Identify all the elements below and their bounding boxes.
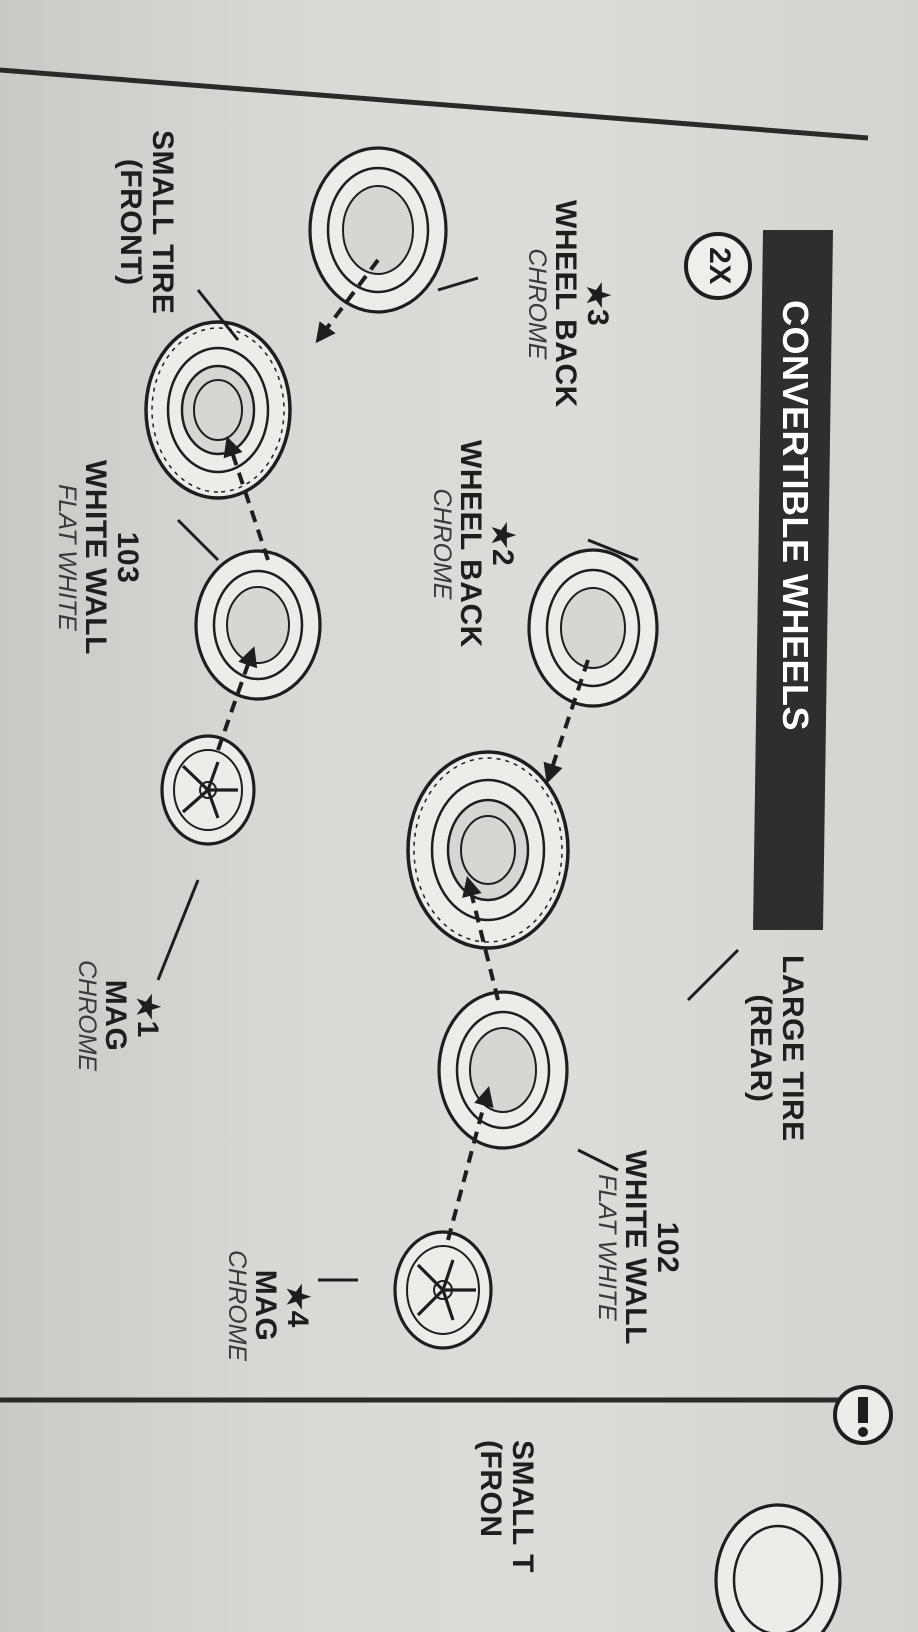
whitewall-102-label: 102 WHITE WALL FLAT WHITE xyxy=(593,1150,684,1345)
exclamation-icon xyxy=(833,1385,893,1445)
whitewall-103-label: 103 WHITE WALL FLAT WHITE xyxy=(53,460,144,655)
arrow-icon xyxy=(223,436,270,561)
leader-line xyxy=(587,538,639,562)
mag-1-name: MAG xyxy=(99,979,133,1052)
small-tire-label: SMALL TIRE (FRONT) xyxy=(114,130,180,315)
whitewall-103-name: WHITE WALL xyxy=(79,460,113,655)
next-panel-label: SMALL T (FRON xyxy=(474,1440,540,1573)
whitewall-102-icon xyxy=(437,990,569,1150)
large-tire-position: (REAR) xyxy=(744,994,778,1103)
mag-4-number: ★4 xyxy=(281,1283,314,1328)
section-title: CONVERTIBLE WHEELS xyxy=(775,300,816,732)
leader-line xyxy=(577,1148,619,1172)
large-tire-label: LARGE TIRE (REAR) xyxy=(744,955,810,1142)
mag-1-icon xyxy=(160,734,256,846)
whitewall-103-icon xyxy=(194,549,322,701)
arrow-icon xyxy=(462,876,500,1001)
wheel-back-3-label: ★3 WHEEL BACK CHROME xyxy=(523,200,614,408)
next-panel-ring-icon xyxy=(714,1503,842,1632)
mag-4-name: MAG xyxy=(249,1269,283,1342)
wheel-back-3-name: WHEEL BACK xyxy=(549,200,583,408)
whitewall-102-number: 102 xyxy=(651,1221,684,1274)
wheel-back-2-name: WHEEL BACK xyxy=(454,440,488,648)
whitewall-102-paint: FLAT WHITE xyxy=(593,1174,621,1321)
leader-line xyxy=(156,879,200,981)
next-panel-name: SMALL T xyxy=(506,1440,539,1573)
wheel-back-3-paint: CHROME xyxy=(523,248,551,360)
multiplier-label: 2X xyxy=(703,247,736,285)
whitewall-103-paint: FLAT WHITE xyxy=(53,484,81,631)
leader-line xyxy=(196,289,240,341)
next-panel-position: (FRON xyxy=(474,1440,508,1538)
mag-4-icon xyxy=(393,1230,493,1350)
arrow-icon xyxy=(446,1086,494,1241)
arrow-icon xyxy=(216,646,258,751)
small-tire-icon xyxy=(144,320,292,500)
wheel-back-2-paint: CHROME xyxy=(428,488,456,600)
arrow-icon xyxy=(543,659,590,784)
leader-line xyxy=(437,276,479,292)
mag-1-label: ★1 MAG CHROME xyxy=(73,960,164,1072)
sheet-border-top xyxy=(0,67,869,141)
mag-1-number: ★1 xyxy=(131,993,164,1038)
arrow-icon xyxy=(315,258,380,344)
mag-4-label: ★4 MAG CHROME xyxy=(223,1250,314,1362)
whitewall-103-number: 103 xyxy=(111,531,144,584)
section-banner xyxy=(753,230,833,930)
mag-4-paint: CHROME xyxy=(223,1250,251,1362)
large-tire-name: LARGE TIRE xyxy=(776,955,809,1142)
wheel-back-3-number: ★3 xyxy=(581,281,614,327)
wheel-back-2-number: ★2 xyxy=(486,521,519,567)
wheel-back-2-icon xyxy=(527,548,659,708)
wheel-back-3-icon xyxy=(308,146,448,314)
leader-line xyxy=(686,948,740,1002)
mag-1-paint: CHROME xyxy=(73,960,101,1072)
whitewall-102-name: WHITE WALL xyxy=(619,1150,653,1345)
small-tire-name: SMALL TIRE xyxy=(146,130,179,315)
wheel-back-2-label: ★2 WHEEL BACK CHROME xyxy=(428,440,519,648)
large-tire-icon xyxy=(406,750,570,950)
small-tire-position: (FRONT) xyxy=(114,158,148,286)
multiplier-circle xyxy=(684,232,752,300)
leader-line xyxy=(176,518,220,562)
